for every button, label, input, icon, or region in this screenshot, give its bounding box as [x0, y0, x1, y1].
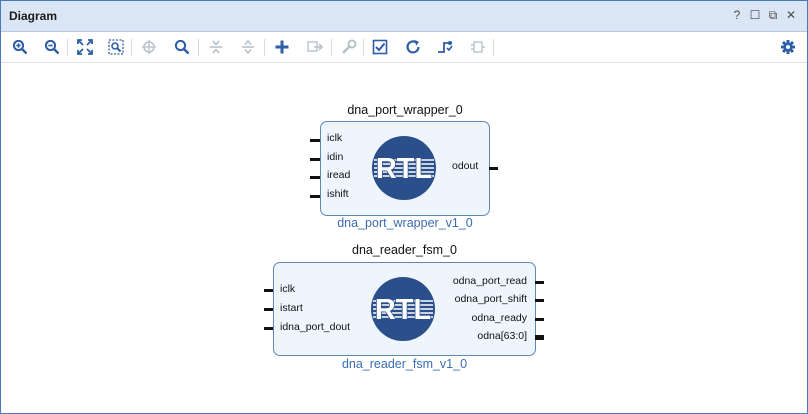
auto-connect-icon [142, 40, 156, 54]
block-instance-name[interactable]: dna_port_wrapper_0 [347, 103, 463, 117]
input-port-label: iclk [280, 283, 296, 295]
zoom-area-icon [108, 39, 124, 55]
rtl-logo-icon: RTL [372, 136, 436, 200]
add-comment-button[interactable] [467, 36, 489, 58]
block-module-name[interactable]: dna_port_wrapper_v1_0 [337, 216, 473, 230]
dna-reader-fsm-block[interactable]: iclk istart idna_port_dout odna_port_rea… [273, 262, 536, 356]
collapse-all-button[interactable] [205, 36, 227, 58]
validate-design-button[interactable] [369, 36, 391, 58]
expand-all-button[interactable] [237, 36, 259, 58]
output-pin[interactable] [489, 167, 498, 170]
validate-design-icon [372, 39, 388, 55]
window-title: Diagram [9, 9, 58, 23]
properties-button[interactable] [338, 36, 360, 58]
restore-icon[interactable]: ☐ [749, 8, 761, 22]
make-external-button[interactable] [304, 36, 326, 58]
output-pin[interactable] [535, 281, 544, 284]
add-ip-icon [275, 40, 289, 54]
zoom-in-button[interactable] [9, 36, 31, 58]
input-port-label: idin [327, 151, 344, 163]
zoom-out-button[interactable] [41, 36, 63, 58]
output-port-label: odout [452, 160, 479, 172]
diagram-toolbar [1, 32, 807, 63]
properties-wrench-icon [342, 39, 357, 54]
auto-connect-button[interactable] [138, 36, 160, 58]
zoom-out-icon [44, 39, 60, 55]
input-port-label: idna_port_dout [280, 321, 351, 333]
help-icon[interactable]: ? [733, 8, 741, 22]
settings-button[interactable] [777, 36, 799, 58]
collapse-all-icon [210, 40, 222, 54]
float-icon[interactable]: ⧉ [768, 8, 778, 22]
output-pin[interactable] [535, 299, 544, 302]
input-port-label: iclk [327, 132, 343, 144]
optimize-routing-button[interactable] [434, 36, 456, 58]
input-pin[interactable] [310, 195, 320, 198]
input-port-label: iread [327, 169, 351, 181]
block-instance-name[interactable]: dna_reader_fsm_0 [352, 243, 457, 257]
output-port-label: odna_ready [471, 312, 527, 324]
add-comment-icon [471, 41, 485, 53]
output-pin[interactable] [535, 318, 544, 321]
rtl-logo-icon: RTL [371, 277, 435, 341]
input-port-label: ishift [327, 188, 349, 200]
diagram-canvas[interactable]: dna_port_wrapper_0 iclk idin iread ishif… [1, 63, 807, 413]
dna-port-wrapper-block[interactable]: iclk idin iread ishift odout RTL [320, 121, 490, 216]
zoom-area-button[interactable] [105, 36, 127, 58]
rtl-logo-text: RTL [375, 294, 431, 326]
optimize-routing-icon [438, 41, 453, 53]
search-button[interactable] [171, 36, 193, 58]
output-port-label: odna_port_read [452, 275, 527, 287]
output-bus-pin[interactable] [535, 335, 544, 340]
close-icon[interactable]: ✕ [785, 8, 797, 22]
zoom-fit-button[interactable] [74, 36, 96, 58]
output-port-label: odna[63:0] [477, 330, 527, 342]
zoom-fit-icon [77, 39, 93, 55]
input-port-label: istart [280, 302, 303, 314]
expand-all-icon [242, 39, 254, 55]
input-pin[interactable] [264, 289, 273, 292]
regenerate-layout-button[interactable] [402, 36, 424, 58]
input-pin[interactable] [310, 158, 320, 161]
output-port-label: odna_port_shift [454, 293, 527, 305]
gear-icon [781, 40, 795, 54]
window-title-bar[interactable]: Diagram ? ☐ ⧉ ✕ [1, 1, 807, 32]
zoom-in-icon [12, 39, 28, 55]
input-pin[interactable] [310, 139, 320, 142]
regenerate-layout-icon [406, 40, 420, 54]
make-external-icon [307, 41, 323, 52]
block-module-name[interactable]: dna_reader_fsm_v1_0 [341, 357, 468, 371]
search-icon [174, 39, 190, 55]
rtl-logo-text: RTL [376, 153, 432, 185]
input-pin[interactable] [264, 327, 273, 330]
input-pin[interactable] [264, 308, 273, 311]
add-ip-button[interactable] [271, 36, 293, 58]
input-pin[interactable] [310, 176, 320, 179]
